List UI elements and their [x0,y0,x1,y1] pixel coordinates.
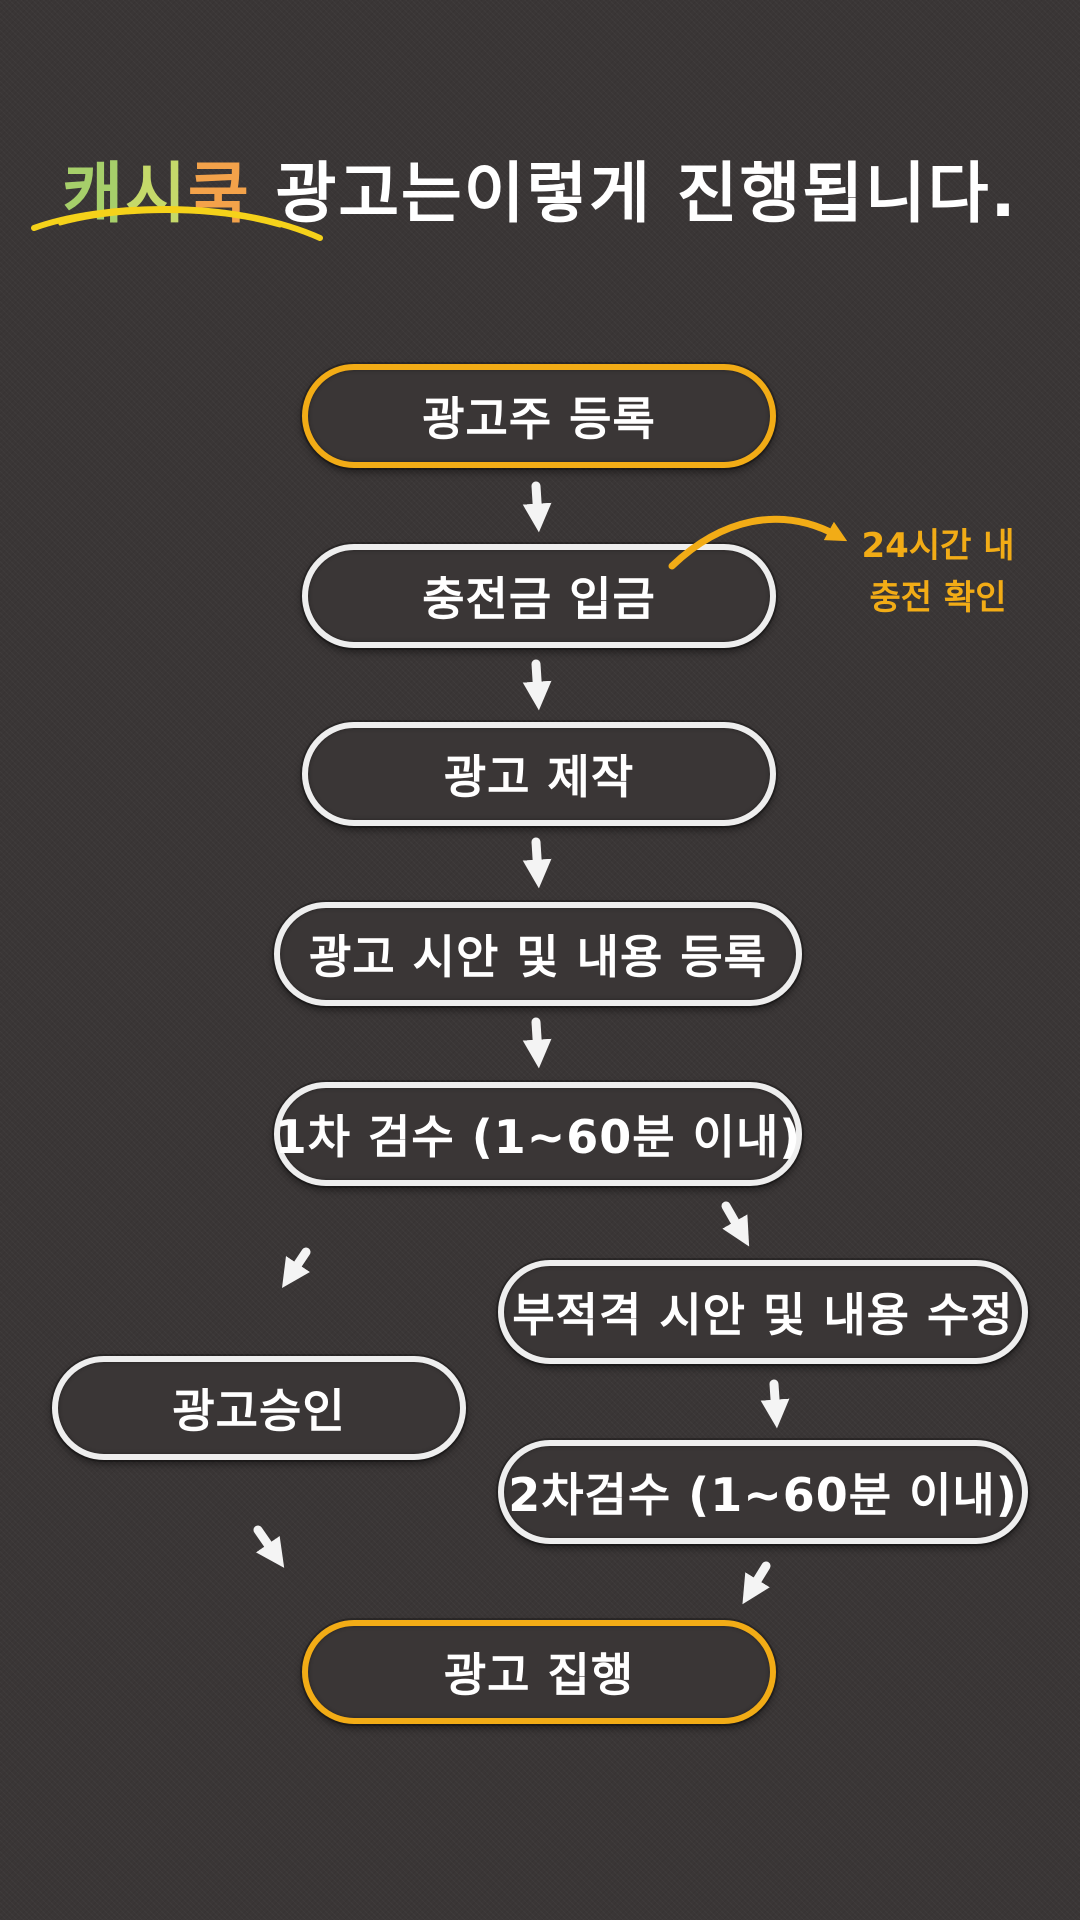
step-ad-execution: 광고 집행 [302,1620,776,1724]
step-label: 광고 집행 [443,1648,635,1702]
step-draft-registration: 광고 시안 및 내용 등록 [274,902,802,1006]
arrow-approval-to-execution [253,1525,285,1568]
note-arrow [668,515,848,570]
step-label: 2차검수 (1~60분 이내) [508,1468,1018,1522]
arrow-to-approval [282,1247,311,1288]
page-title: 캐시쿡 광고는이렇게 진행됩니다. [0,140,1080,236]
title-underline-swoosh [31,206,323,241]
arrow-revision-to-second-review [760,1379,790,1429]
brand-char: 시 [125,155,188,232]
brand-char: 쿡 [187,155,251,232]
step-label: 1차 검수 (1~60분 이내) [274,1110,802,1164]
step-revision: 부적격 시안 및 내용 수정 [498,1260,1028,1364]
step-label: 광고주 등록 [422,392,656,446]
step-label: 광고승인 [172,1384,346,1438]
step-label: 충전금 입금 [422,572,656,626]
step-ad-production: 광고 제작 [302,722,776,826]
arrow-down-3 [522,837,552,889]
arrow-down-2 [522,659,552,711]
step-first-review: 1차 검수 (1~60분 이내) [274,1082,802,1186]
arrow-down-4 [522,1017,552,1069]
title-text: 광고는이렇게 진행됩니다. [250,155,1018,232]
note-line: 24시간 내 [861,526,1015,566]
note-line: 충전 확인 [869,578,1007,618]
arrow-second-review-to-execution [742,1561,771,1605]
step-approval: 광고승인 [52,1356,466,1460]
step-second-review: 2차검수 (1~60분 이내) [498,1440,1028,1544]
step-label: 광고 제작 [443,750,635,804]
step-label: 광고 시안 및 내용 등록 [309,930,767,984]
step-label: 부적격 시안 및 내용 수정 [512,1288,1014,1342]
arrow-to-revision [721,1201,750,1247]
step-deposit: 충전금 입금 [302,544,776,648]
step-advertiser-registration: 광고주 등록 [302,364,776,468]
arrow-down-1 [522,481,552,533]
